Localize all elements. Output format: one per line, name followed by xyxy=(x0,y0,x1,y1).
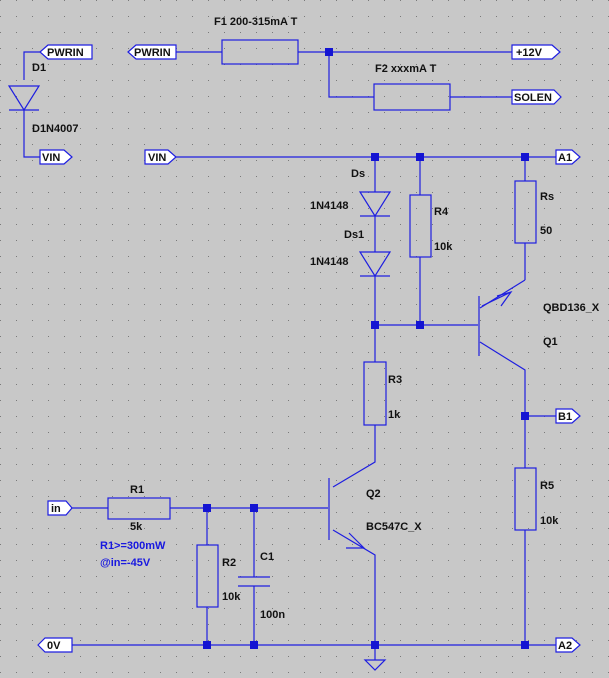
net-flag-b1: B1 xyxy=(555,408,581,424)
wires xyxy=(23,51,556,660)
net-label-in: in xyxy=(51,503,61,515)
c1-name: C1 xyxy=(260,551,274,563)
fuse-f2-symbol xyxy=(373,83,451,111)
ds1-name: Ds1 xyxy=(344,229,364,241)
r1-condition-note: @in=-45V xyxy=(100,557,151,569)
junctions xyxy=(203,48,529,649)
net-label-12v: +12V xyxy=(516,47,543,59)
c1-value: 100n xyxy=(260,609,285,621)
r3-name: R3 xyxy=(388,374,402,386)
net-flag-vin-top: VIN xyxy=(144,149,177,165)
f1-label: F1 200-315mA T xyxy=(214,16,298,28)
q2-name: Q2 xyxy=(366,488,381,500)
transistor-q1-symbol xyxy=(478,290,513,356)
transistor-q2-symbol xyxy=(328,478,366,549)
ground-icon xyxy=(363,659,387,671)
ds-value: 1N4148 xyxy=(310,200,349,212)
q2-value: BC547C_X xyxy=(366,521,422,533)
resistor-r1-symbol xyxy=(107,497,171,520)
net-flag-pwrin-left: PWRIN xyxy=(39,44,93,60)
net-flag-solen: SOLEN xyxy=(511,89,562,105)
net-label-a2: A2 xyxy=(558,640,572,652)
net-flag-vin-left: VIN xyxy=(39,149,73,165)
rs-value: 50 xyxy=(540,225,552,237)
ds-name: Ds xyxy=(351,168,365,180)
net-label-pwrin-left: PWRIN xyxy=(47,47,84,59)
resistor-r3-symbol xyxy=(363,361,387,426)
capacitor-c1-symbol xyxy=(238,576,270,587)
r2-value: 10k xyxy=(222,591,241,603)
net-label-0v: 0V xyxy=(47,640,61,652)
resistor-r4-symbol xyxy=(409,194,432,258)
diode-ds1-symbol xyxy=(358,251,392,278)
net-flag-0v: 0V xyxy=(37,637,73,653)
net-flag-in: in xyxy=(47,500,73,516)
resistor-r2-symbol xyxy=(196,544,219,608)
r4-name: R4 xyxy=(434,206,449,218)
d1-value: D1N4007 xyxy=(32,123,78,135)
resistor-r5-symbol xyxy=(514,467,537,531)
r1-power-note: R1>=300mW xyxy=(100,540,166,552)
fuse-f1-symbol xyxy=(221,39,299,65)
r5-name: R5 xyxy=(540,480,554,492)
net-flag-a2: A2 xyxy=(555,637,581,653)
net-label-vin-top: VIN xyxy=(148,152,166,164)
net-label-vin-left: VIN xyxy=(42,152,60,164)
net-flag-pwrin-top: PWRIN xyxy=(127,44,177,60)
net-flag-12v: +12V xyxy=(511,44,561,60)
rs-name: Rs xyxy=(540,191,554,203)
net-label-a1: A1 xyxy=(558,152,572,164)
r3-value: 1k xyxy=(388,409,401,421)
r4-value: 10k xyxy=(434,241,453,253)
f2-label: F2 xxxmA T xyxy=(375,63,437,75)
ds1-value: 1N4148 xyxy=(310,256,349,268)
q1-name: Q1 xyxy=(543,336,558,348)
r1-name: R1 xyxy=(130,484,144,496)
d1-name: D1 xyxy=(32,62,46,74)
diode-d1-symbol xyxy=(7,85,41,112)
diode-ds-symbol xyxy=(358,191,392,218)
net-label-solen: SOLEN xyxy=(514,92,552,104)
resistor-rs-symbol xyxy=(514,180,537,244)
net-flag-a1: A1 xyxy=(555,149,581,165)
r1-value: 5k xyxy=(130,521,143,533)
net-label-b1: B1 xyxy=(558,411,572,423)
net-label-pwrin-top: PWRIN xyxy=(134,47,171,59)
q1-value: QBD136_X xyxy=(543,302,600,314)
r5-value: 10k xyxy=(540,515,559,527)
r2-name: R2 xyxy=(222,557,236,569)
